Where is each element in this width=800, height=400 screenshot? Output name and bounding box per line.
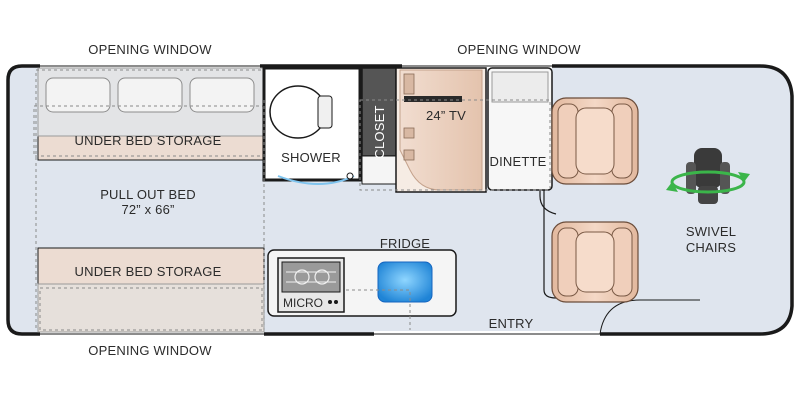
fridge (377, 261, 433, 303)
dinette (487, 67, 557, 299)
label-swivel: SWIVEL (686, 224, 736, 239)
swivel-seat-icon (666, 148, 750, 204)
label-fridge: FRIDGE (380, 236, 430, 251)
bed-bottom (37, 247, 265, 333)
shower-room (262, 66, 362, 185)
label-closet: CLOSET (372, 105, 387, 158)
label-tv: 24” TV (426, 108, 466, 123)
label-pull-out-bed: PULL OUT BED (100, 187, 196, 202)
label-micro: MICRO (283, 296, 323, 310)
swivel-chair-top (551, 97, 639, 185)
label-bed-size: 72” x 66” (121, 202, 174, 217)
label-window-top-left: OPENING WINDOW (88, 42, 212, 57)
label-dinette: DINETTE (489, 154, 546, 169)
label-chairs: CHAIRS (686, 240, 736, 255)
label-window-top-right: OPENING WINDOW (457, 42, 581, 57)
swivel-chair-bottom (551, 221, 639, 303)
label-entry: ENTRY (489, 316, 534, 331)
galley-counter (267, 249, 457, 330)
label-under-bed-top: UNDER BED STORAGE (75, 133, 222, 148)
tv-cabinet (395, 67, 487, 193)
bed-top (33, 67, 267, 161)
label-under-bed-bottom: UNDER BED STORAGE (75, 264, 222, 279)
label-window-bottom: OPENING WINDOW (88, 343, 212, 358)
label-shower: SHOWER (281, 150, 341, 165)
